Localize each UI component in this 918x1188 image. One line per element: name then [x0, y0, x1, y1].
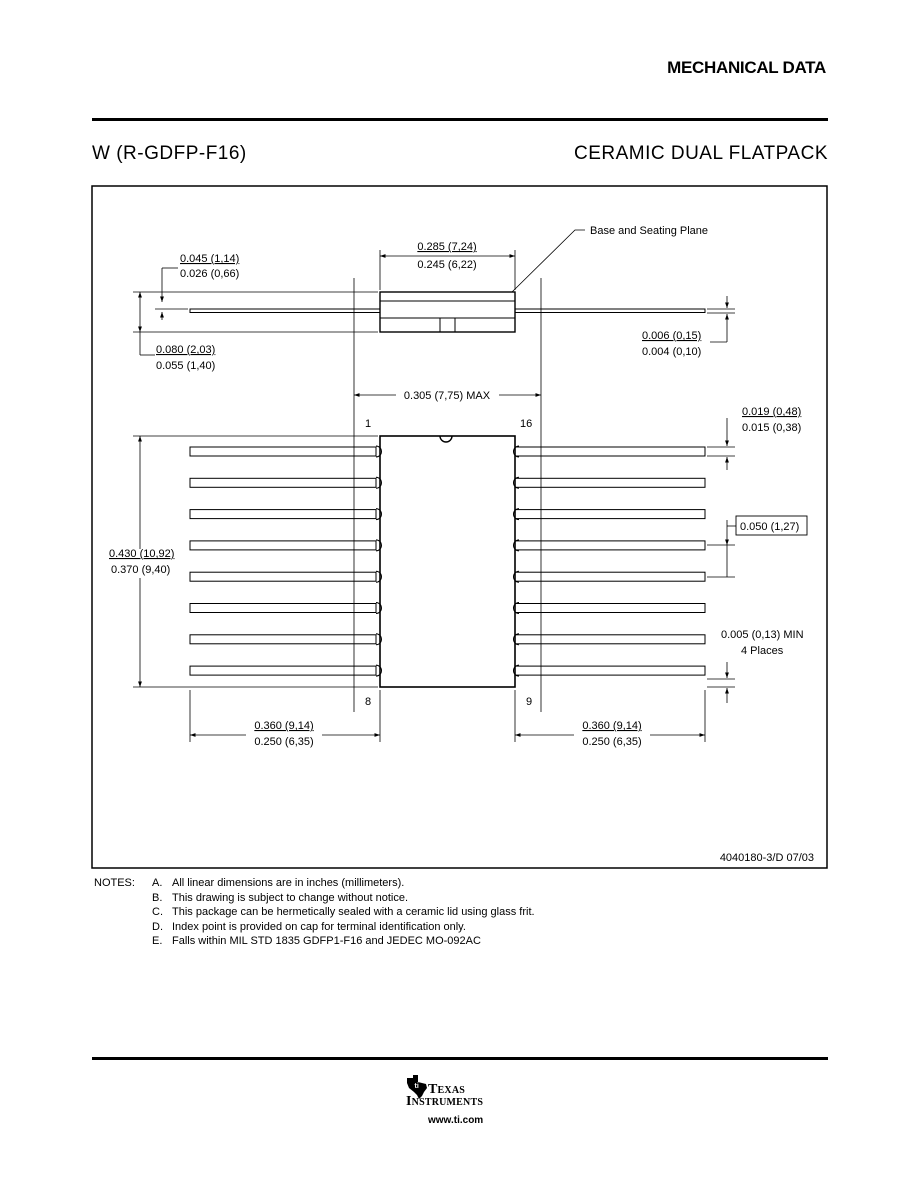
callout-base-seating: Base and Seating Plane [590, 225, 708, 237]
lead-left [189, 571, 377, 582]
lead-left [189, 634, 377, 645]
note-key: A. [152, 877, 163, 889]
lead-bend [375, 633, 382, 646]
dim-lead-thk-min: 0.004 (0,10) [642, 346, 701, 358]
lead-bend [513, 602, 520, 614]
dim-min-space: 0.005 (0,13) MIN [721, 629, 804, 641]
drawing-number: 4040180-3/D 07/03 [720, 852, 814, 864]
lead-right [514, 540, 706, 551]
lead-bend [513, 570, 520, 583]
note-text: This package can be hermetically sealed … [172, 906, 535, 919]
lead-bend [513, 445, 520, 458]
lead-bend [375, 445, 382, 458]
lead-right [514, 634, 706, 645]
dim-overall-width: 0.305 (7,75) MAX [404, 390, 491, 402]
lead-left [189, 446, 377, 457]
note-item: E. Falls within MIL STD 1835 GDFP1-F16 an… [152, 934, 481, 949]
dim-length-max: 0.430 (10,92) [109, 548, 174, 560]
note-item: C. This package can be hermetically seale… [152, 905, 535, 920]
dim-height-max: 0.080 (2,03) [156, 344, 215, 356]
footer-rule [92, 1057, 828, 1060]
note-key: B. [152, 891, 163, 904]
note-text: Index point is provided on cap for termi… [172, 920, 466, 933]
side-view [189, 291, 706, 333]
dim-lead-width-min: 0.015 (0,38) [742, 422, 801, 434]
lead-left [189, 540, 377, 551]
texas-state-logo-icon: ti [407, 1075, 427, 1099]
dim-min-space-note: 4 Places [741, 645, 784, 657]
lead-bend [375, 602, 382, 614]
lead-bend [513, 539, 520, 552]
lead-right [514, 477, 706, 488]
ti-brand: Texas Instruments [406, 1082, 483, 1109]
lead-right [514, 603, 706, 613]
lead-bend [513, 476, 520, 489]
note-text: This drawing is subject to change withou… [172, 891, 409, 904]
dim-body-width-min: 0.245 (6,22) [417, 259, 476, 271]
note-key: D. [152, 920, 163, 933]
dim-lead-length-right-max: 0.360 (9,14) [582, 720, 641, 732]
package-code: W (R-GDFP-F16) [92, 143, 247, 164]
lead-bend [513, 633, 520, 646]
lead-left [189, 665, 377, 676]
lead-bend [513, 508, 520, 521]
dim-pitch: 0.050 (1,27) [740, 521, 799, 533]
dim-height-min: 0.055 (1,40) [156, 360, 215, 372]
note-key: C. [152, 906, 163, 919]
brand-line-2: Instruments [406, 1094, 484, 1109]
note-item: A. All linear dimensions are in inches (m… [152, 876, 404, 891]
dim-lead-offset-min: 0.026 (0,66) [180, 268, 239, 280]
drawing-frame [91, 185, 828, 869]
lead-bend [375, 570, 382, 583]
lead-bend [375, 476, 382, 489]
lead-bend [375, 508, 382, 521]
top-view [379, 435, 516, 688]
pin-16-label: 16 [520, 418, 532, 430]
dim-lead-length-left-max: 0.360 (9,14) [254, 720, 313, 732]
note-item: B. This drawing is subject to change with… [152, 891, 408, 906]
lead-left [189, 477, 377, 488]
lead-right [514, 665, 706, 676]
brand-line-1: Texas [428, 1082, 466, 1097]
dim-lead-length-right-min: 0.250 (6,35) [582, 736, 641, 748]
note-key: E. [152, 935, 163, 948]
lead-bend [375, 539, 382, 552]
notes-label: NOTES: [94, 877, 135, 889]
lead-right [514, 446, 706, 457]
lead-left [189, 603, 377, 613]
lead-set [189, 445, 706, 677]
dim-body-width-max: 0.285 (7,24) [417, 241, 476, 253]
pin-1-label: 1 [365, 418, 371, 430]
dim-lead-length-left-min: 0.250 (6,35) [254, 736, 313, 748]
header-rule [92, 118, 828, 121]
note-text: Falls within MIL STD 1835 GDFP1-F16 and … [172, 935, 481, 948]
pin-8-label: 8 [365, 696, 371, 708]
dim-lead-thk-max: 0.006 (0,15) [642, 330, 701, 342]
lead-bend [375, 664, 382, 677]
website-link[interactable]: www.ti.com [428, 1115, 484, 1126]
lead-left [189, 509, 377, 520]
note-item: D. Index point is provided on cap for ter… [152, 920, 466, 935]
svg-text:ti: ti [415, 1083, 419, 1090]
package-name: CERAMIC DUAL FLATPACK [573, 143, 828, 164]
lead-right [514, 509, 706, 520]
note-text: All linear dimensions are in inches (mil… [172, 877, 405, 889]
dim-lead-offset-max: 0.045 (1,14) [180, 253, 239, 265]
lead-bend [513, 664, 520, 677]
section-title: MECHANICAL DATA [667, 58, 826, 77]
dim-lead-width-max: 0.019 (0,48) [742, 406, 801, 418]
dim-length-min: 0.370 (9,40) [111, 564, 170, 576]
pin-9-label: 9 [526, 696, 532, 708]
lead-right [514, 571, 706, 582]
